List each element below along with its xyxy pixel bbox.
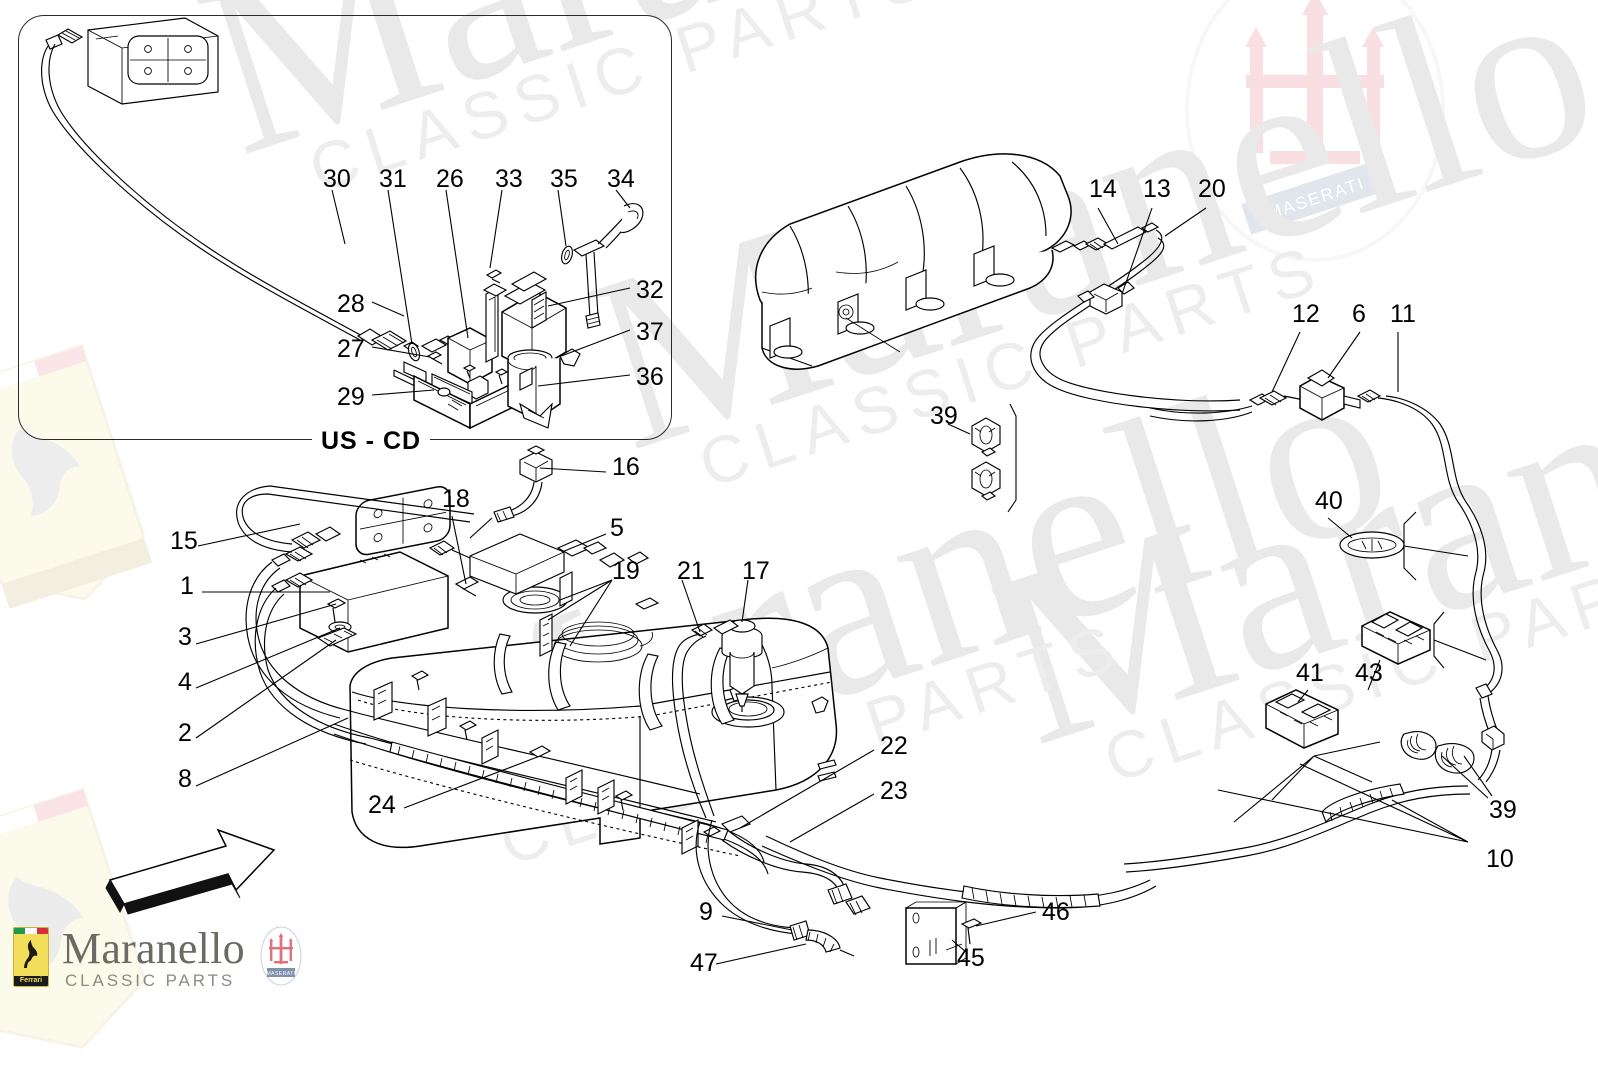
maranello-classic-parts-logo[interactable]: Ferrari Maranello CLASSIC PARTS MASERATI: [10, 924, 330, 1003]
logo-subtitle: CLASSIC PARTS: [65, 971, 236, 990]
logo-wordmark: Maranello: [62, 924, 245, 973]
callout-18: 18: [442, 485, 470, 513]
inset-panel-label: US - CD: [312, 429, 431, 454]
maserati-trident-logo: MASERATI: [260, 926, 302, 986]
callout-20: 20: [1198, 175, 1226, 203]
diagram-canvas: MASERATI Maranello CLASSIC PARTS Maranel…: [0, 0, 1598, 1049]
ferrari-wordmark: Ferrari: [14, 976, 48, 986]
corrugated-tube-10: [1123, 763, 1471, 873]
inset-purge-valve-26: [420, 327, 493, 405]
clamp-block-41: [1233, 689, 1381, 823]
inset-technical-drawing: [41, 17, 644, 430]
inset-charcoal-canister: [87, 17, 219, 105]
connector-39-pair-left: [971, 403, 1017, 513]
callout-40: 40: [1315, 487, 1343, 515]
fuel-pump-17: [671, 619, 763, 819]
callout-16: 16: [612, 453, 640, 481]
callout-19: 19: [612, 557, 640, 585]
callout-21: 21: [677, 557, 705, 585]
main-technical-drawing: [105, 153, 1505, 965]
callout-8: 8: [178, 765, 192, 793]
callout-36: 36: [636, 363, 664, 391]
callout-34: 34: [607, 165, 635, 193]
callout-46: 46: [1042, 898, 1070, 926]
callout-35: 35: [550, 165, 578, 193]
callout-9: 9: [699, 898, 713, 926]
inset-hose-30: [41, 28, 420, 351]
callout-4: 4: [178, 668, 192, 696]
callout-26: 26: [436, 165, 464, 193]
ferrari-shield-logo: Ferrari: [13, 927, 49, 987]
bracket-45: [905, 901, 983, 965]
inset-hose-34: [561, 203, 644, 329]
tank-straps: [493, 633, 735, 731]
prancing-horse-icon: [24, 940, 38, 968]
callout-32: 32: [636, 276, 664, 304]
inset-screw-33: [485, 269, 503, 284]
callout-39-left: 39: [930, 402, 958, 430]
tank-top-fittings: [428, 445, 735, 731]
lower-pipe-and-clips: [333, 670, 769, 875]
callout-33: 33: [495, 165, 523, 193]
callout-23: 23: [880, 777, 908, 805]
fuel-filter-assembly-6: [1149, 369, 1505, 783]
callout-12: 12: [1292, 300, 1320, 328]
callout-10: 10: [1486, 845, 1514, 873]
maserati-wordmark: MASERATI: [266, 971, 295, 977]
hose-clips: [373, 670, 722, 855]
connector-39-pair-right: [1400, 731, 1493, 797]
inset-fuel-filter-36: [482, 271, 581, 429]
callout-15: 15: [170, 527, 198, 555]
hose-clip-20: [1077, 281, 1135, 315]
callout-41: 41: [1296, 659, 1324, 687]
callout-13: 13: [1143, 175, 1171, 203]
callout-28: 28: [337, 290, 365, 318]
clamp-block-43: [1361, 611, 1487, 669]
intake-manifold: [755, 153, 1076, 370]
callout-39-right: 39: [1489, 796, 1517, 824]
callout-3: 3: [178, 623, 192, 651]
callout-47: 47: [690, 949, 718, 977]
callout-27: 27: [337, 335, 365, 363]
grommet-40: [1339, 511, 1469, 581]
callout-5: 5: [610, 514, 624, 542]
callout-22: 22: [880, 732, 908, 760]
callout-14: 14: [1089, 175, 1117, 203]
callout-1: 1: [180, 572, 194, 600]
inset-leader-lines: [331, 189, 631, 396]
callout-31: 31: [379, 165, 407, 193]
fuel-tank: [349, 617, 838, 849]
callout-11: 11: [1390, 300, 1416, 328]
vapour-hose-13: [1030, 222, 1241, 412]
forward-direction-arrow: [105, 828, 276, 915]
callout-45: 45: [957, 944, 985, 972]
callout-37: 37: [636, 318, 664, 346]
callout-2: 2: [178, 719, 192, 747]
callout-17: 17: [742, 557, 770, 585]
callout-6: 6: [1352, 300, 1366, 328]
callout-43: 43: [1355, 659, 1383, 687]
callout-29: 29: [337, 383, 365, 411]
callout-30: 30: [323, 165, 351, 193]
callout-24: 24: [368, 791, 396, 819]
main-leader-lines: [195, 207, 1489, 965]
